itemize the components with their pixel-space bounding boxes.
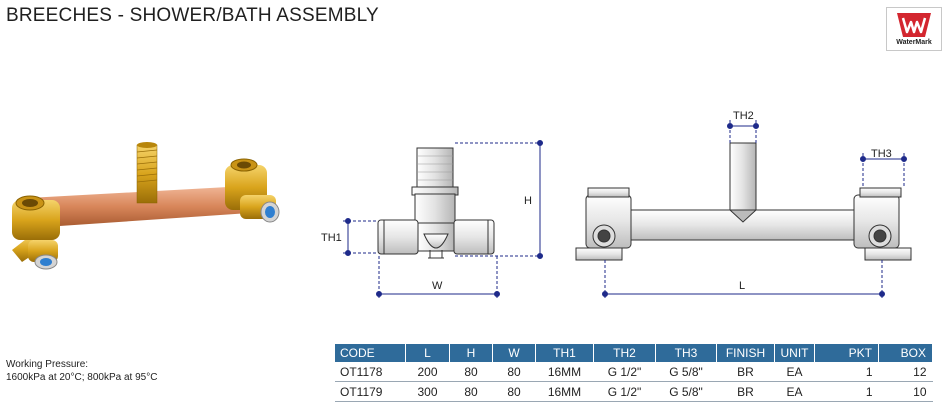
col-th2: TH2 xyxy=(593,344,656,362)
cell-th1: 16MM xyxy=(535,362,594,382)
cell-unit: EA xyxy=(774,381,815,402)
cell-h: 80 xyxy=(449,362,493,382)
col-th3: TH3 xyxy=(655,344,717,362)
front-view-drawing xyxy=(575,142,912,261)
spec-table: CODE L H W TH1 TH2 TH3 FINISH UNIT PKT B… xyxy=(335,344,933,402)
dim-label-th2: TH2 xyxy=(733,110,754,122)
page-title: BREECHES - SHOWER/BATH ASSEMBLY xyxy=(6,5,379,26)
cell-w: 80 xyxy=(492,381,536,402)
col-box: BOX xyxy=(878,344,933,362)
table-row: OT1179 300 80 80 16MM G 1/2" G 5/8" BR E… xyxy=(335,381,933,402)
side-view-dimensions xyxy=(343,140,545,298)
watermark-logo: WaterMark xyxy=(886,7,942,51)
working-pressure: Working Pressure: 1600kPa at 20°C; 800kP… xyxy=(6,358,157,384)
cell-th2: G 1/2" xyxy=(593,381,656,402)
col-th1: TH1 xyxy=(535,344,594,362)
cell-box: 10 xyxy=(878,381,933,402)
dim-label-th1: TH1 xyxy=(321,232,342,244)
watermark-label: WaterMark xyxy=(896,39,932,46)
technical-drawing: H TH1 W TH2 TH3 L xyxy=(12,110,912,298)
cell-code: OT1178 xyxy=(335,362,406,382)
col-code: CODE xyxy=(335,344,406,362)
working-pressure-value: 1600kPa at 20°C; 800kPa at 95°C xyxy=(6,372,158,383)
dim-label-h: H xyxy=(524,195,532,207)
cell-finish: BR xyxy=(716,362,775,382)
cell-unit: EA xyxy=(774,362,815,382)
cell-th3: G 5/8" xyxy=(655,381,717,402)
col-w: W xyxy=(492,344,536,362)
watermark-emblem-icon xyxy=(897,13,931,37)
front-view-dimensions xyxy=(602,120,907,298)
col-finish: FINISH xyxy=(716,344,775,362)
working-pressure-label: Working Pressure: xyxy=(6,359,89,370)
cell-finish: BR xyxy=(716,381,775,402)
cell-th2: G 1/2" xyxy=(593,362,656,382)
cell-box: 12 xyxy=(878,362,933,382)
cell-code: OT1179 xyxy=(335,381,406,402)
cell-th1: 16MM xyxy=(535,381,594,402)
cell-th3: G 5/8" xyxy=(655,362,717,382)
spec-table-header-row: CODE L H W TH1 TH2 TH3 FINISH UNIT PKT B… xyxy=(335,344,933,362)
cell-l: 300 xyxy=(405,381,450,402)
cell-l: 200 xyxy=(405,362,450,382)
cell-pkt: 1 xyxy=(814,381,879,402)
col-pkt: PKT xyxy=(814,344,879,362)
dim-label-l: L xyxy=(739,280,745,292)
cell-h: 80 xyxy=(449,381,493,402)
table-row: OT1178 200 80 80 16MM G 1/2" G 5/8" BR E… xyxy=(335,362,933,382)
dim-label-w: W xyxy=(432,280,443,292)
col-l: L xyxy=(405,344,450,362)
cell-w: 80 xyxy=(492,362,536,382)
dim-label-th3: TH3 xyxy=(871,148,892,160)
side-view-drawing xyxy=(377,147,495,259)
col-unit: UNIT xyxy=(774,344,815,362)
product-image xyxy=(12,142,280,270)
cell-pkt: 1 xyxy=(814,362,879,382)
col-h: H xyxy=(449,344,493,362)
